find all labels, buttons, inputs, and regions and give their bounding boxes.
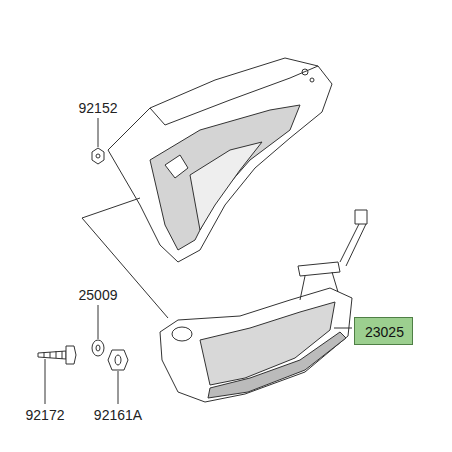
assembly-line: [82, 218, 168, 318]
cowl-edge: [150, 66, 318, 125]
callout-number: 92152: [79, 101, 118, 115]
clip: [355, 210, 367, 224]
lens-strip: [208, 332, 346, 398]
grommet: [108, 350, 128, 370]
callout-number: 25009: [79, 288, 118, 302]
part-number: 23025: [365, 325, 404, 339]
cowl-hole: [302, 69, 308, 75]
grommet-hole: [115, 355, 121, 365]
bracket: [298, 262, 340, 276]
highlighted-callout: 23025: [354, 317, 413, 345]
callout-number: 92172: [26, 408, 65, 422]
clip-strap: [340, 222, 366, 266]
screw-shaft: [38, 351, 66, 359]
cowl-shading: [150, 105, 300, 250]
leader-line: [118, 371, 119, 404]
callout-number: 92161A: [94, 408, 142, 422]
housing-boss: [172, 327, 192, 341]
nut-hole: [96, 154, 100, 158]
leader-line: [45, 359, 46, 404]
housing: [160, 288, 352, 402]
cowl-mount: [165, 155, 188, 178]
screw-head: [66, 346, 76, 364]
leader-line: [334, 328, 352, 329]
assembly-line: [82, 198, 140, 218]
screw-thread: [44, 351, 62, 359]
washer: [92, 340, 104, 356]
leader-line: [98, 305, 99, 339]
bracket-leg: [300, 272, 338, 300]
tail-cowl: [108, 58, 332, 262]
cowl-hole: [310, 78, 314, 82]
nut: [92, 148, 104, 164]
washer-hole: [96, 345, 100, 351]
cowl-inner: [190, 142, 262, 230]
leader-line: [98, 118, 99, 147]
